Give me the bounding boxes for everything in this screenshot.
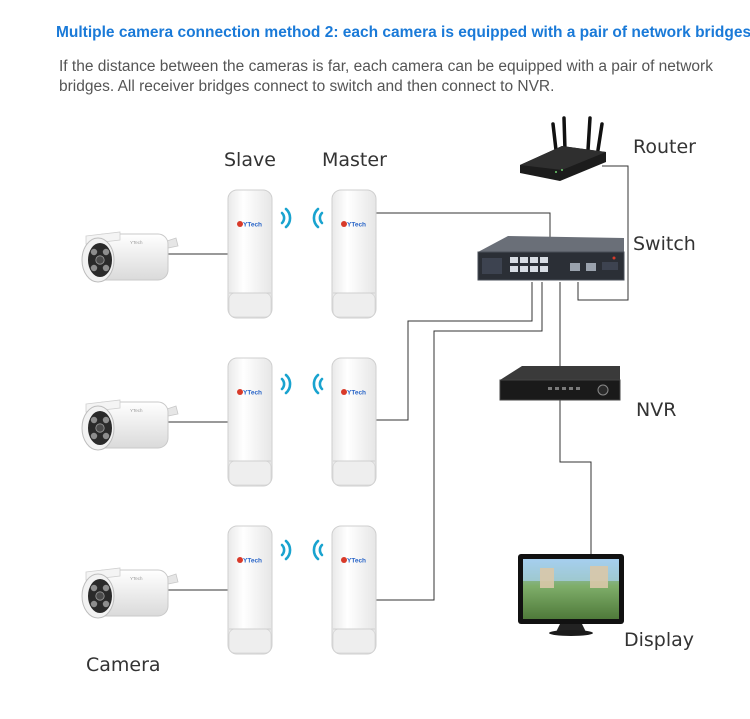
nvr-label: NVR: [636, 399, 677, 421]
wifi-signal-icon: [280, 207, 292, 229]
camera-1: [81, 231, 179, 283]
slave-bridge-2: [227, 357, 273, 487]
switch-label: Switch: [633, 233, 696, 255]
wifi-signal-icon: [280, 539, 292, 561]
wifi-signal-icon: [312, 373, 324, 395]
master-label: Master: [322, 149, 387, 171]
master-bridge-3: [331, 525, 377, 655]
camera-label: Camera: [86, 654, 161, 676]
wifi-signal-icon: [312, 207, 324, 229]
page-description: If the distance between the cameras is f…: [59, 58, 713, 95]
slave-bridge-3: [227, 525, 273, 655]
wifi-signal-icon: [280, 373, 292, 395]
nvr-to-display: [559, 400, 592, 555]
monitor-icon: [518, 554, 624, 636]
switch-icon: [477, 236, 625, 281]
master-2-to-switch: [376, 282, 533, 421]
display-label: Display: [624, 629, 695, 651]
connection-lines: [166, 165, 629, 601]
router-label: Router: [633, 136, 696, 158]
slave-bridge-1: [227, 189, 273, 319]
nvr-icon: [499, 366, 621, 401]
master-bridge-2: [331, 357, 377, 487]
wifi-signal-icon: [312, 539, 324, 561]
router-icon: [520, 116, 606, 181]
page-title: Multiple camera connection method 2: eac…: [56, 24, 750, 41]
master-3-to-switch: [376, 282, 543, 601]
camera-2: [81, 399, 179, 451]
slave-label: Slave: [224, 149, 276, 171]
master-bridge-1: [331, 189, 377, 319]
router-to-switch: [577, 165, 629, 301]
camera-3: [81, 567, 179, 619]
